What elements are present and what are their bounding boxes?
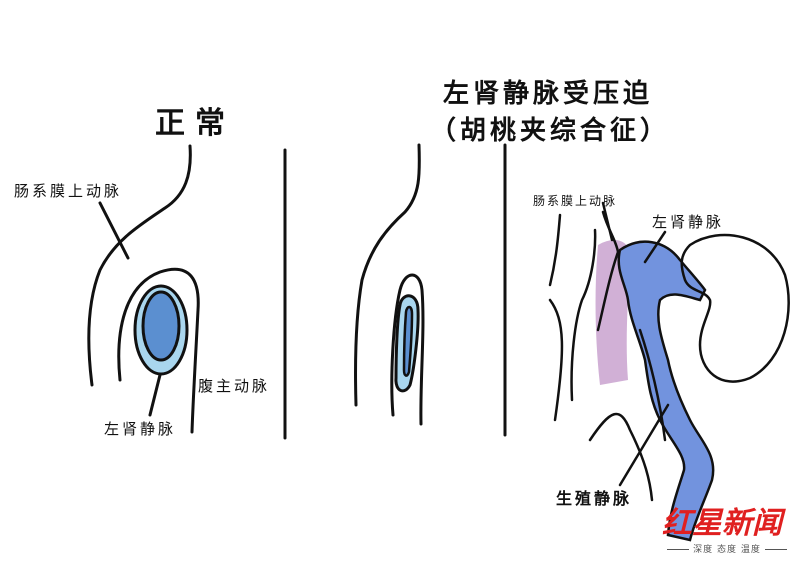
title-normal: 正常 <box>155 106 235 141</box>
watermark-logo: 红星新闻 深度 态度 温度 <box>662 498 792 558</box>
aorta-outline-normal <box>117 267 200 434</box>
aorta-outline-compressed <box>390 273 425 426</box>
title-compressed-line1: 左肾静脉受压迫 <box>443 79 654 109</box>
sma-pointer <box>98 201 130 260</box>
label-gonadal-vein: 生殖静脉 <box>556 489 633 508</box>
watermark-brand: 红星新闻 <box>662 506 782 541</box>
vessel-branch-1 <box>638 328 667 442</box>
kidney-outline <box>680 233 790 383</box>
sma-outline-compressed <box>354 143 421 407</box>
label-sma-anatomy: 肠系膜上动脉 <box>533 194 618 208</box>
sma-wall-1 <box>570 228 597 402</box>
label-lrv-anatomy: 左肾静脉 <box>652 213 725 231</box>
sma-label-pointer <box>601 201 614 242</box>
gonadal-pointer <box>618 403 670 487</box>
left-renal-vein-flow <box>617 240 715 542</box>
aorta-left-wall <box>548 213 564 422</box>
label-aorta-normal: 腹主动脉 <box>198 377 271 395</box>
lrv-inner-normal <box>141 290 181 362</box>
sma-outline-normal <box>87 144 192 387</box>
label-lrv-normal: 左肾静脉 <box>104 420 177 438</box>
lrv-pointer <box>148 373 162 417</box>
lrv-label-pointer <box>643 230 667 264</box>
vessel-branch-2 <box>588 412 654 502</box>
label-sma-normal: 肠系膜上动脉 <box>14 182 123 200</box>
title-compressed-line2: （胡桃夹综合征） <box>430 116 671 146</box>
watermark-slogan: 深度 态度 温度 <box>662 542 792 555</box>
lrv-inner-compressed <box>402 305 414 377</box>
